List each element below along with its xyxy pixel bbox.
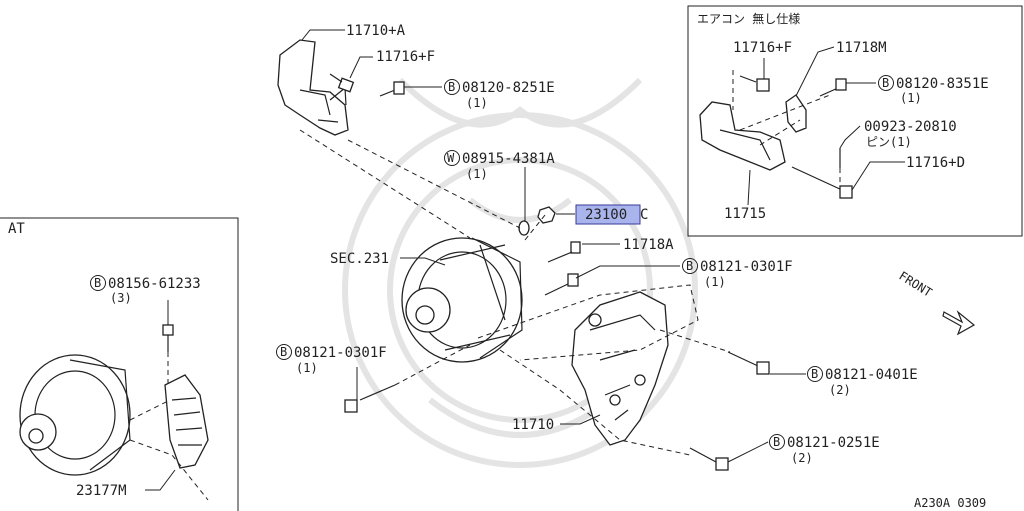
ac-delete-inset: エアコン 無し仕様 [687, 5, 1023, 237]
at-alternator-part[interactable] [19, 354, 131, 476]
label-11710[interactable]: 11710 [512, 417, 554, 433]
svg-text:(1): (1) [704, 275, 726, 289]
bolt-08121-0401e-part[interactable] [727, 351, 770, 375]
label-11715[interactable]: 11715 [724, 206, 766, 222]
label-11718a[interactable]: 11718A [623, 237, 674, 253]
svg-text:B: B [448, 80, 455, 94]
label-08121-0301f-left[interactable]: 08121-0301F [294, 345, 387, 361]
bolt-11716f-inset-part[interactable] [739, 75, 770, 92]
bolt-symbol-icon [444, 79, 460, 95]
label-11716d[interactable]: 11716+D [906, 155, 965, 171]
bolt-11718a-part[interactable] [547, 241, 581, 263]
label-08120-8351e[interactable]: 08120-8351E [896, 76, 989, 92]
bolt-symbol-icon [769, 434, 785, 450]
bolt-08121-0301f-right-part[interactable] [544, 273, 579, 296]
washer-symbol-icon [444, 150, 460, 166]
label-11716f-inset[interactable]: 11716+F [733, 40, 792, 56]
bolt-symbol-icon [878, 75, 894, 91]
cover-23177m-part[interactable] [164, 374, 209, 469]
bracket-11710a-part[interactable] [277, 39, 349, 136]
svg-text:B: B [94, 276, 101, 290]
svg-text:(2): (2) [791, 451, 813, 465]
svg-text:W: W [447, 151, 455, 165]
front-direction-arrow: FRONT [896, 269, 976, 336]
label-08121-0251e[interactable]: 08121-0251E [787, 435, 880, 451]
label-11716f[interactable]: 11716+F [376, 49, 435, 65]
svg-text:B: B [280, 345, 287, 359]
part-23100-highlight[interactable] [575, 204, 641, 225]
svg-text:(1): (1) [900, 91, 922, 105]
label-23100[interactable]: 23100 [585, 207, 627, 223]
bracket-11718m-part[interactable] [785, 94, 807, 133]
label-08121-0401e[interactable]: 08121-0401E [825, 367, 918, 383]
label-11710a[interactable]: 11710+A [346, 23, 406, 39]
bolt-11716d-part[interactable] [791, 166, 853, 199]
label-08915-4381a[interactable]: 08915-4381A [462, 151, 555, 167]
svg-text:(2): (2) [829, 383, 851, 397]
bolt-symbols: B W B B B B B B [90, 75, 894, 450]
bolt-08120-8251e-part[interactable] [379, 81, 405, 97]
bracket-11715-part[interactable] [699, 101, 786, 171]
label-pin-note: ピン(1) [866, 135, 912, 149]
watermark-emblem [342, 77, 698, 468]
label-23100-suffix: C [640, 207, 648, 223]
svg-text:B: B [882, 76, 889, 90]
svg-text:(1): (1) [296, 361, 318, 375]
bolt-08121-0251e-part[interactable] [689, 447, 729, 471]
label-08156-61233[interactable]: 08156-61233 [108, 276, 201, 292]
front-label: FRONT [896, 269, 934, 300]
label-08121-0301f-right[interactable]: 08121-0301F [700, 259, 793, 275]
svg-text:(3): (3) [110, 291, 132, 305]
label-11718m[interactable]: 11718M [836, 40, 887, 56]
bolt-08120-8351e-part[interactable] [819, 78, 847, 97]
at-inset: AT [0, 217, 239, 511]
label-23177m[interactable]: 23177M [76, 483, 127, 499]
svg-text:(1): (1) [466, 167, 488, 181]
bolt-symbol-icon [807, 366, 823, 382]
label-00923-20810[interactable]: 00923-20810 [864, 119, 957, 135]
bolt-08121-0301f-left-part[interactable] [344, 384, 396, 413]
alternator-part[interactable] [401, 237, 523, 363]
washer-part[interactable] [518, 220, 530, 236]
label-08120-8251e[interactable]: 08120-8251E [462, 80, 555, 96]
bolt-08156-61233-part[interactable] [162, 324, 174, 352]
bolt-symbol-icon [682, 258, 698, 274]
label-sec231[interactable]: SEC.231 [330, 251, 389, 267]
svg-text:(1): (1) [466, 96, 488, 110]
diagram-code: A230A 0309 [914, 496, 986, 510]
at-inset-title: AT [8, 221, 25, 237]
svg-text:B: B [811, 367, 818, 381]
svg-text:B: B [686, 259, 693, 273]
bolt-11716f-part[interactable] [329, 73, 355, 93]
bracket-11710-part[interactable] [571, 291, 669, 446]
bolt-symbol-icon [90, 275, 106, 291]
leader-lines [145, 29, 905, 491]
bolt-symbol-icon [276, 344, 292, 360]
svg-text:B: B [773, 435, 780, 449]
front-arrow-icon [942, 310, 976, 336]
ac-inset-title: エアコン 無し仕様 [697, 11, 800, 26]
